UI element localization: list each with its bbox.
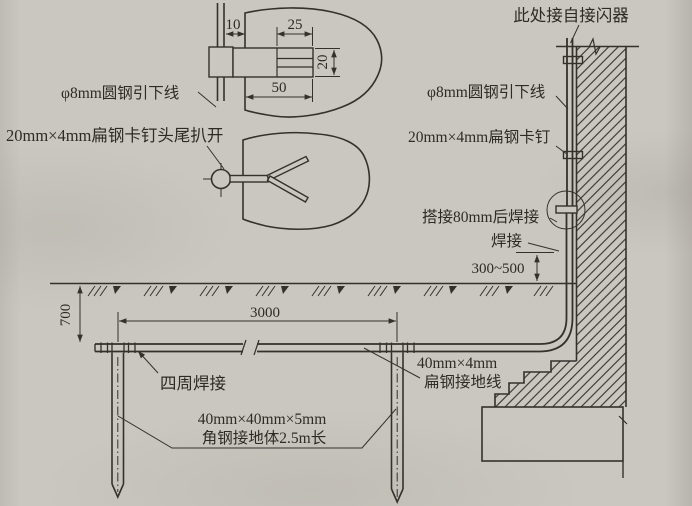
break-tick	[618, 415, 628, 425]
stake-right	[390, 353, 404, 504]
ground-electrodes	[100, 342, 415, 504]
dim-25: 25	[288, 17, 303, 33]
flat-steel-clip-top	[562, 55, 584, 65]
label-lap-weld: 搭接80mm后焊接	[422, 208, 539, 226]
label-weld-all-around: 四周焊接	[160, 374, 226, 393]
down-conductor-assembly	[94, 38, 586, 356]
clip-clamp-block	[208, 46, 234, 78]
wall-section	[481, 37, 639, 478]
clip-arm-lower	[266, 175, 309, 203]
leader-line	[549, 217, 558, 223]
stake-left	[111, 353, 125, 499]
label-clip-right: 20mm×4mm扁钢卡钉	[408, 128, 550, 146]
embedded-flat-steel	[232, 47, 314, 78]
label-electrode-size: 40mm×40mm×5mm	[198, 411, 327, 428]
strip-clamp-ticks-right	[379, 342, 415, 353]
foundation-steps	[494, 360, 577, 407]
dim-50: 50	[272, 80, 287, 96]
strip-clamp-ticks-left	[100, 342, 136, 353]
concrete-blob-top	[244, 7, 383, 118]
leader-line	[137, 350, 159, 374]
label-ground-strip-size: 40mm×4mm	[417, 355, 497, 372]
dim-700: 700	[58, 304, 74, 327]
concrete-footing	[481, 406, 624, 462]
label-electrode-name: 角钢接地体2.5m长	[202, 429, 326, 447]
label-ground-strip-name: 扁钢接地线	[424, 373, 502, 391]
dim-300-500: 300~500	[471, 261, 524, 277]
label-down-conductor-right: φ8mm圆钢引下线	[427, 83, 545, 101]
leader-line	[570, 24, 580, 44]
ground-strip-top-edge	[95, 213, 568, 345]
dim-3000: 3000	[250, 305, 280, 321]
dimension-annotations: 700 3000 300~500	[58, 252, 554, 343]
leader-line	[555, 95, 569, 110]
lap-weld-plate	[555, 205, 578, 214]
break-mark	[253, 339, 260, 356]
detail-clip-embedment: 10 25 20 50 φ8mm圆钢引下线	[61, 3, 383, 118]
callouts-right: 此处接自接闪器 φ8mm圆钢引下线 20mm×4mm扁钢卡钉 搭接80mm后焊接…	[408, 6, 629, 252]
clip-arm-upper	[266, 155, 310, 181]
dim-20: 20	[315, 55, 331, 70]
leader-bracket	[117, 408, 397, 449]
wall-hatch-area	[495, 46, 626, 407]
break-symbol	[588, 37, 601, 56]
leader-line	[363, 347, 421, 379]
flat-steel-clip-lower	[562, 150, 584, 160]
break-mark	[240, 339, 247, 356]
leader-line	[206, 145, 225, 170]
leader-line	[555, 145, 567, 154]
label-air-terminal: 此处接自接闪器	[513, 6, 629, 25]
leader-line	[527, 242, 560, 252]
detail-clip-spread: 20mm×4mm扁钢卡钉头尾扒开	[6, 126, 371, 231]
clip-strap	[229, 174, 269, 183]
concrete-blob-middle	[242, 131, 371, 231]
callouts-bottom: 四周焊接 40mm×4mm 扁钢接地线 40mm×40mm×5mm 角钢接地体2…	[117, 347, 502, 449]
ground-strip-bottom-edge	[95, 213, 574, 353]
soil-hatch-marks	[87, 285, 554, 297]
label-weld: 焊接	[491, 232, 522, 250]
round-steel-cross-section	[210, 168, 232, 190]
dim-10: 10	[226, 17, 241, 33]
label-down-conductor-left: φ8mm圆钢引下线	[61, 84, 179, 102]
label-clip-spread: 20mm×4mm扁钢卡钉头尾扒开	[6, 126, 223, 145]
ground-line	[50, 282, 576, 297]
leader-line	[197, 91, 217, 108]
